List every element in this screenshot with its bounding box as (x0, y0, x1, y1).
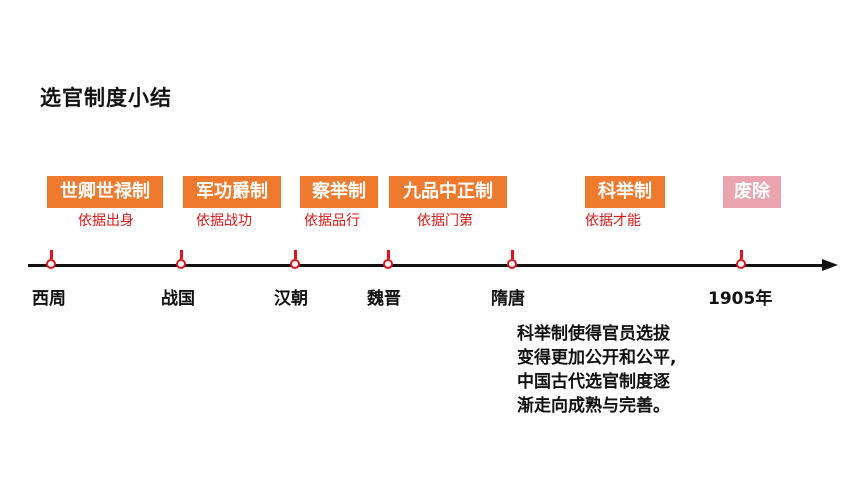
timeline-node (736, 259, 746, 269)
era-label-zhanguo: 战国 (161, 289, 195, 309)
timeline-tick (740, 250, 743, 259)
basis-label-chaju: 依据品行 (304, 213, 360, 229)
timeline-tick (50, 250, 53, 259)
system-label-junggong: 军功爵制 (183, 176, 281, 208)
timeline-node (176, 259, 186, 269)
system-label-jiupin: 九品中正制 (389, 176, 507, 208)
era-label-xizhou: 西周 (32, 289, 66, 309)
system-label-abolished: 废除 (723, 176, 781, 208)
timeline-tick (511, 250, 514, 259)
system-label-chaju: 察举制 (300, 176, 378, 208)
era-label-hanchao: 汉朝 (274, 289, 308, 309)
basis-label-junggong: 依据战功 (196, 213, 252, 229)
summary-line: 渐走向成熟与完善。 (517, 396, 670, 416)
era-label-1905: 1905年 (708, 289, 773, 309)
summary-line: 变得更加公开和公平, (517, 348, 677, 368)
timeline-tick (294, 250, 297, 259)
timeline-tick (180, 250, 183, 259)
era-label-suitang: 隋唐 (491, 289, 525, 309)
system-label-keju: 科举制 (585, 176, 665, 208)
timeline-node (290, 259, 300, 269)
timeline-axis (28, 264, 828, 267)
basis-label-shiqing: 依据出身 (78, 213, 134, 229)
timeline-node (507, 259, 517, 269)
system-label-shiqing: 世卿世禄制 (47, 176, 163, 208)
timeline-tick (387, 250, 390, 259)
timeline-arrow-icon (822, 259, 838, 271)
timeline-node (383, 259, 393, 269)
timeline-node (46, 259, 56, 269)
basis-label-jiupin: 依据门第 (417, 213, 473, 229)
basis-label-keju: 依据才能 (585, 213, 641, 229)
summary-text: 科举制使得官员选拔 变得更加公开和公平, 中国古代选官制度逐 渐走向成熟与完善。 (517, 322, 757, 418)
summary-line: 科举制使得官员选拔 (517, 324, 670, 344)
era-label-weijin: 魏晋 (367, 289, 401, 309)
page-title: 选官制度小结 (40, 86, 172, 110)
summary-line: 中国古代选官制度逐 (517, 372, 670, 392)
